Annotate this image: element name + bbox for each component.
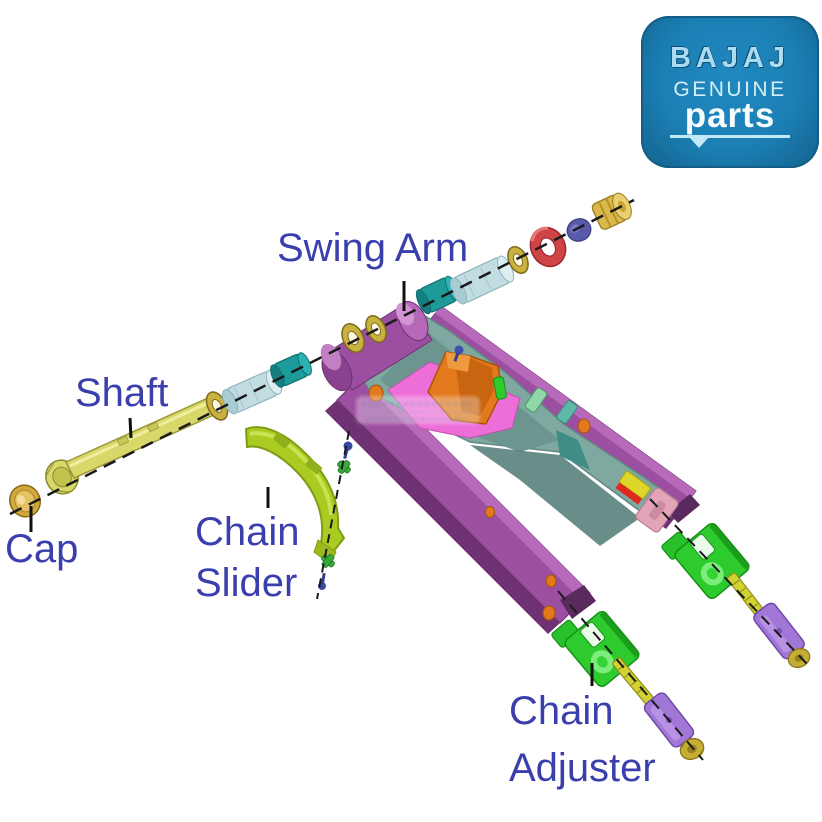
swing-arm-left-arm — [325, 369, 596, 634]
orange-bolt-left-arm-2 — [545, 574, 557, 588]
watermark — [356, 396, 480, 424]
orange-bolt-right-arm — [577, 418, 591, 434]
label-chain-adjuster: Chain Adjuster — [509, 683, 656, 797]
deck-clip-lightgreen — [524, 387, 548, 413]
label-shaft: Shaft — [75, 371, 169, 415]
chain-adjuster-right — [661, 522, 811, 669]
bajaj-genuine-parts-logo: BAJAJ GENUINE parts — [641, 16, 819, 168]
bushing-blue-right — [449, 255, 515, 305]
label-chain-slider: Chain Slider — [195, 507, 300, 609]
deck-clip-teal — [556, 400, 578, 424]
orange-bolt-left-arm-3 — [542, 605, 556, 621]
main-axis-dashed-line — [9, 198, 635, 516]
label-chain-slider-line1: Chain — [195, 510, 300, 554]
red-o-ring-seal — [529, 226, 567, 268]
logo-arrow-icon — [690, 138, 708, 148]
logo-parts-text: parts — [684, 96, 776, 135]
swing-arm-body — [320, 300, 700, 634]
orange-bolt-left-arm-1 — [485, 506, 495, 518]
slider-clip-top — [337, 460, 351, 474]
label-cap: Cap — [5, 527, 79, 571]
shaft-bolt — [45, 397, 218, 495]
label-chain-slider-line2: Slider — [195, 561, 298, 605]
brass-cap — [9, 484, 41, 518]
blue-dust-cap — [566, 218, 592, 242]
label-swing-arm: Swing Arm — [277, 226, 469, 270]
slider-clip-bottom — [321, 554, 335, 568]
deck-small-bolt-blue — [453, 345, 464, 362]
warning-sticker — [615, 470, 651, 505]
label-leader-lines — [29, 281, 594, 686]
label-chain-adjuster-line2: Adjuster — [509, 746, 656, 790]
adjuster-left-nut — [679, 737, 705, 761]
adjuster-left-dashed-line — [557, 590, 704, 761]
slider-screw-bottom — [318, 572, 326, 590]
logo-genuine-text: GENUINE — [673, 78, 787, 101]
adjuster-right-nut — [787, 647, 811, 669]
logo-brand-text: BAJAJ — [669, 42, 791, 74]
adjuster-right-dashed-line — [649, 498, 808, 665]
deck-peg-green — [493, 376, 507, 400]
slider-screw-top — [343, 441, 353, 459]
chain-adjuster-left — [551, 610, 705, 761]
logo-underline — [670, 135, 790, 138]
slider-fastener-dashed-line — [316, 430, 350, 600]
label-chain-adjuster-line1: Chain — [509, 689, 614, 733]
